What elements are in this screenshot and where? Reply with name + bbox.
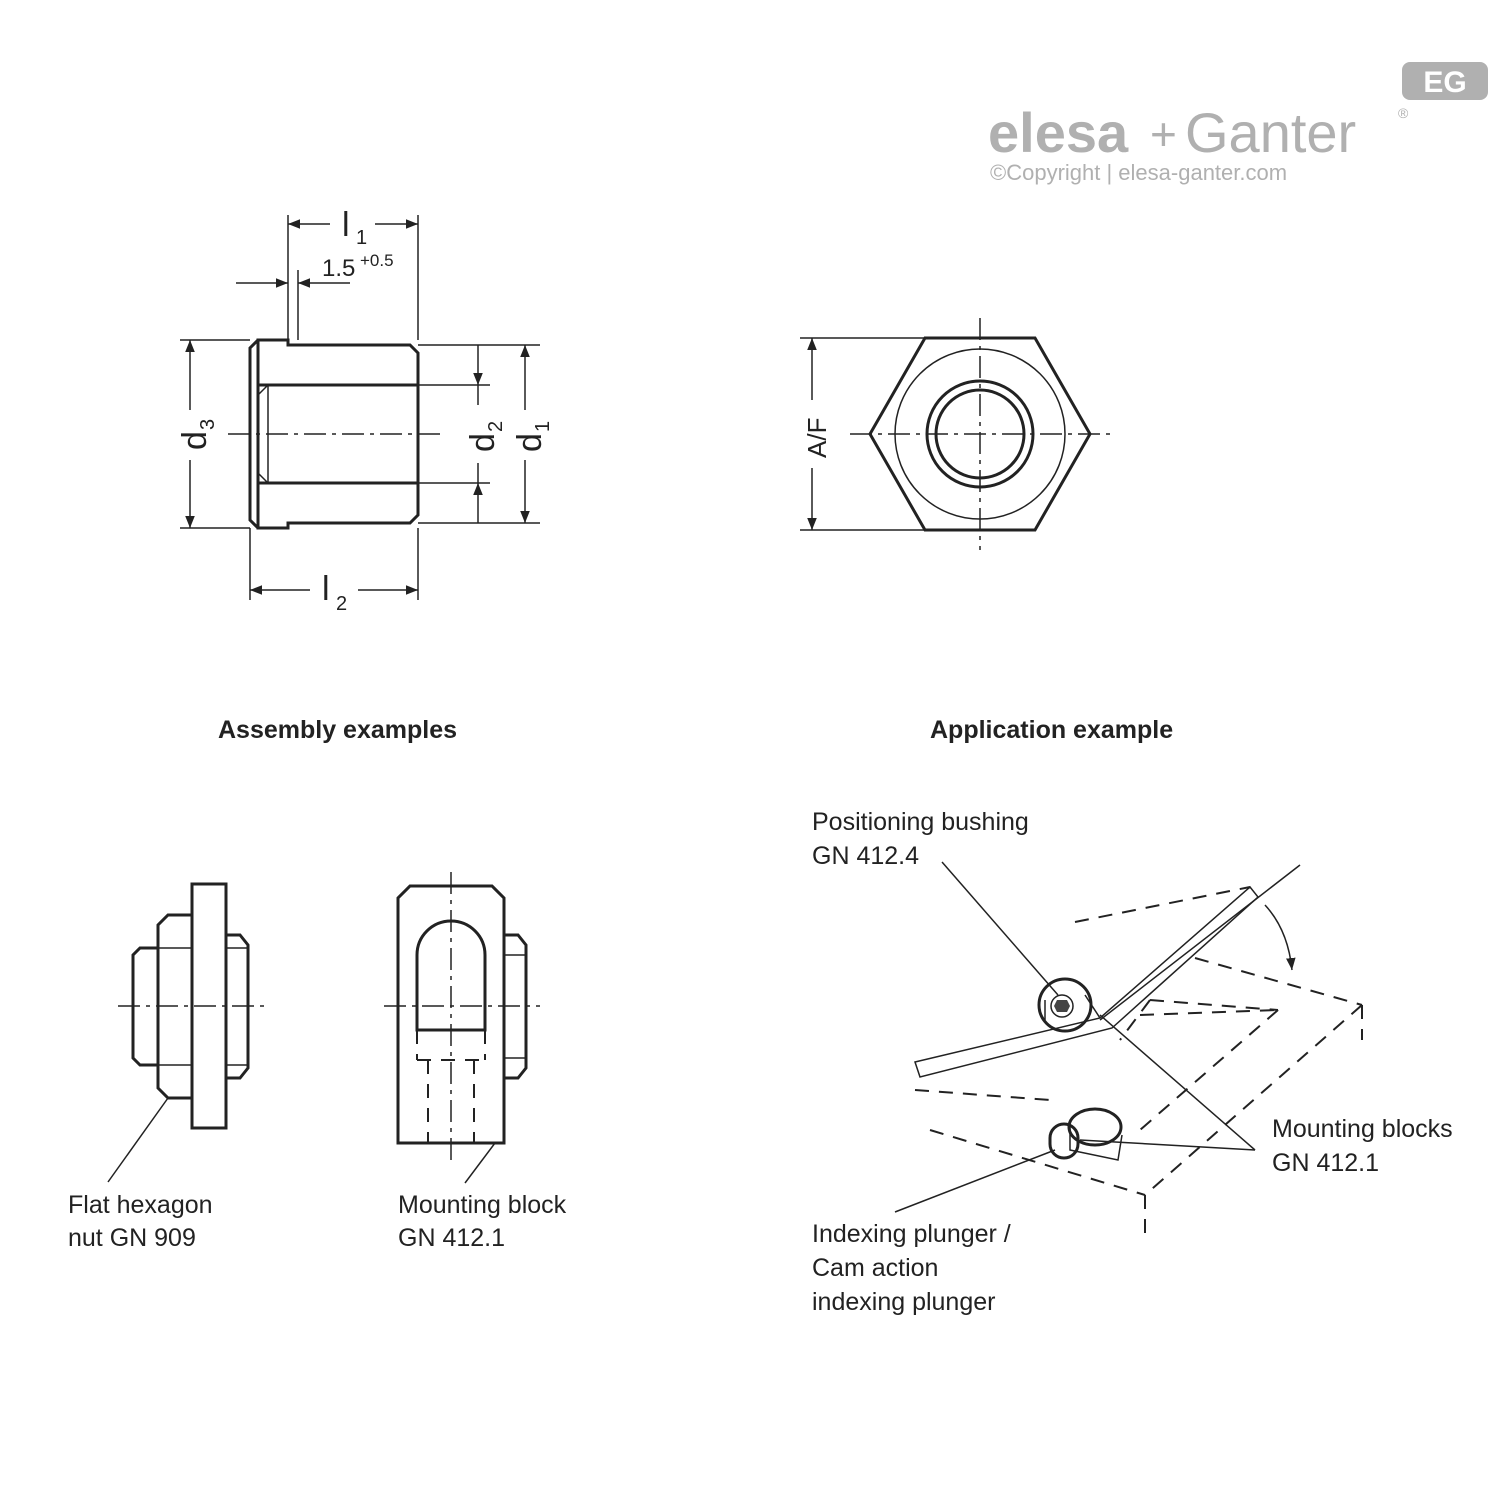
- flap-solid: [914, 885, 1260, 1078]
- dim-l1-sub: 1: [356, 227, 367, 249]
- dim-d3: d: [176, 431, 214, 450]
- dim-d1: d: [511, 433, 549, 452]
- leader-mounting-block: [464, 1142, 496, 1184]
- slot-outline: [415, 919, 487, 1032]
- brand-logo: EG elesa + Ganter ® ©Copyright | elesa-g…: [988, 62, 1488, 185]
- dim-l1: l: [342, 206, 350, 244]
- label-indexing-3: indexing plunger: [812, 1288, 995, 1316]
- label-flat-hex-1: Flat hexagon: [68, 1191, 213, 1219]
- lower-mounting-block: [1067, 1107, 1123, 1147]
- hex-end-view: A/F: [800, 318, 1112, 550]
- label-flat-hex-2: nut GN 909: [68, 1224, 196, 1252]
- dim-af: A/F: [802, 418, 832, 458]
- leader-indexing: [894, 1149, 1056, 1213]
- leader-flat-hex: [107, 1097, 169, 1183]
- leader-mounting-blocks-a: [1099, 1014, 1256, 1151]
- dim-d2-sub: 2: [485, 421, 507, 432]
- dim-d1-sub: 1: [532, 421, 554, 432]
- registered-mark: ®: [1398, 105, 1409, 121]
- label-positioning-2: GN 412.4: [812, 842, 919, 870]
- dim-d3-sub: 3: [197, 419, 219, 430]
- lower-wall-hatch: [256, 481, 420, 530]
- leader-positioning: [941, 861, 1059, 996]
- dim-tolerance-base: 1.5: [322, 255, 355, 282]
- label-mounting-block-2: GN 412.1: [398, 1224, 505, 1252]
- indexing-plunger: [1048, 1122, 1080, 1160]
- label-mounting-blocks-1: Mounting blocks: [1272, 1115, 1453, 1143]
- brand-elesa: elesa: [988, 101, 1129, 164]
- dim-d2: d: [464, 433, 502, 452]
- label-mounting-blocks-2: GN 412.1: [1272, 1149, 1379, 1177]
- dim-l2: l: [322, 570, 330, 608]
- mounting-block-body: [396, 884, 506, 1145]
- swing-arrow: [1264, 904, 1296, 971]
- label-indexing-2: Cam action: [812, 1254, 938, 1282]
- bushing-section-view: l 1 1.5 +0.5 l 2 d 3 d 2 d 1: [176, 206, 554, 615]
- label-positioning-1: Positioning bushing: [812, 808, 1029, 836]
- dim-l2-sub: 2: [336, 593, 347, 615]
- upper-wall-hatch: [256, 338, 420, 387]
- copyright-text: ©Copyright | elesa-ganter.com: [990, 160, 1287, 185]
- dim-tolerance-sup: +0.5: [360, 251, 394, 270]
- heading-assembly: Assembly examples: [218, 716, 457, 744]
- label-indexing-1: Indexing plunger /: [812, 1220, 1011, 1248]
- assembly-flat-hex-nut: [107, 882, 265, 1183]
- eg-badge: [1402, 62, 1488, 100]
- assembly-mounting-block: [384, 872, 540, 1184]
- heading-application: Application example: [930, 716, 1173, 744]
- brand-ganter: Ganter: [1185, 101, 1356, 164]
- label-mounting-block-1: Mounting block: [398, 1191, 567, 1219]
- eg-badge-text: EG: [1423, 66, 1466, 99]
- brand-plus: +: [1150, 108, 1177, 160]
- application-illustration: [894, 861, 1363, 1240]
